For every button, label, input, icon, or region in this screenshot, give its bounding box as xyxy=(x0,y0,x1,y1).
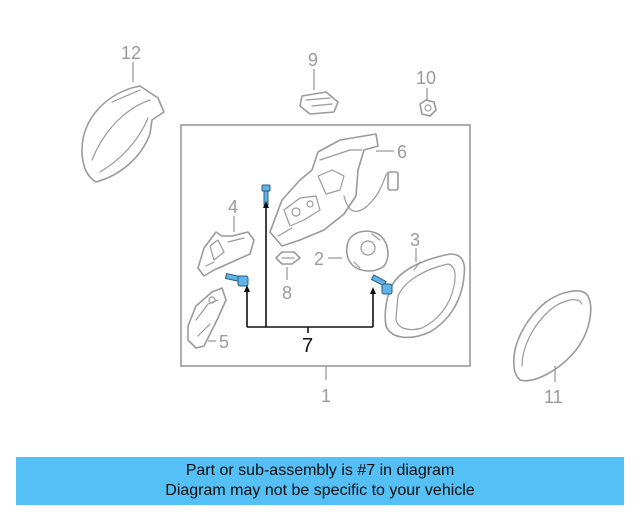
callout-1: 1 xyxy=(321,386,331,406)
callout-12: 12 xyxy=(121,43,141,63)
part-11-outer-glass[interactable] xyxy=(513,290,592,382)
callout-4: 4 xyxy=(228,197,238,217)
callout-7-leader xyxy=(244,201,376,333)
callout-5: 5 xyxy=(219,332,229,352)
part-9-clip[interactable] xyxy=(299,91,339,115)
banner-line-part-info: Part or sub-assembly is #7 in diagram xyxy=(185,462,455,479)
part-7-bolt-left[interactable] xyxy=(224,272,249,287)
part-12-mirror-cover[interactable] xyxy=(81,85,165,183)
callout-11: 11 xyxy=(544,387,563,407)
callout-3: 3 xyxy=(410,230,420,250)
callout-7: 7 xyxy=(302,335,313,357)
part-3-mirror-glass[interactable] xyxy=(384,253,466,339)
part-4-trim-cover[interactable] xyxy=(197,231,255,277)
exploded-parts-diagram: 12 9 10 6 2 3 xyxy=(81,43,592,407)
part-10-nut[interactable] xyxy=(419,99,437,117)
info-banner: Part or sub-assembly is #7 in diagram Di… xyxy=(16,457,624,505)
callout-8: 8 xyxy=(282,283,292,303)
part-7-bolt-right[interactable] xyxy=(370,274,393,295)
part-8-grommet[interactable] xyxy=(275,251,301,265)
callout-9: 9 xyxy=(308,50,318,70)
callout-2: 2 xyxy=(314,249,324,269)
part-2-mirror-motor[interactable] xyxy=(345,230,389,272)
callout-6: 6 xyxy=(397,142,407,162)
banner-line-disclaimer: Diagram may not be specific to your vehi… xyxy=(165,482,475,499)
part-6-mirror-housing[interactable] xyxy=(269,133,399,247)
part-5-bracket[interactable] xyxy=(187,287,227,349)
part-7-bolt-top[interactable] xyxy=(261,184,271,206)
callout-10: 10 xyxy=(416,68,436,88)
